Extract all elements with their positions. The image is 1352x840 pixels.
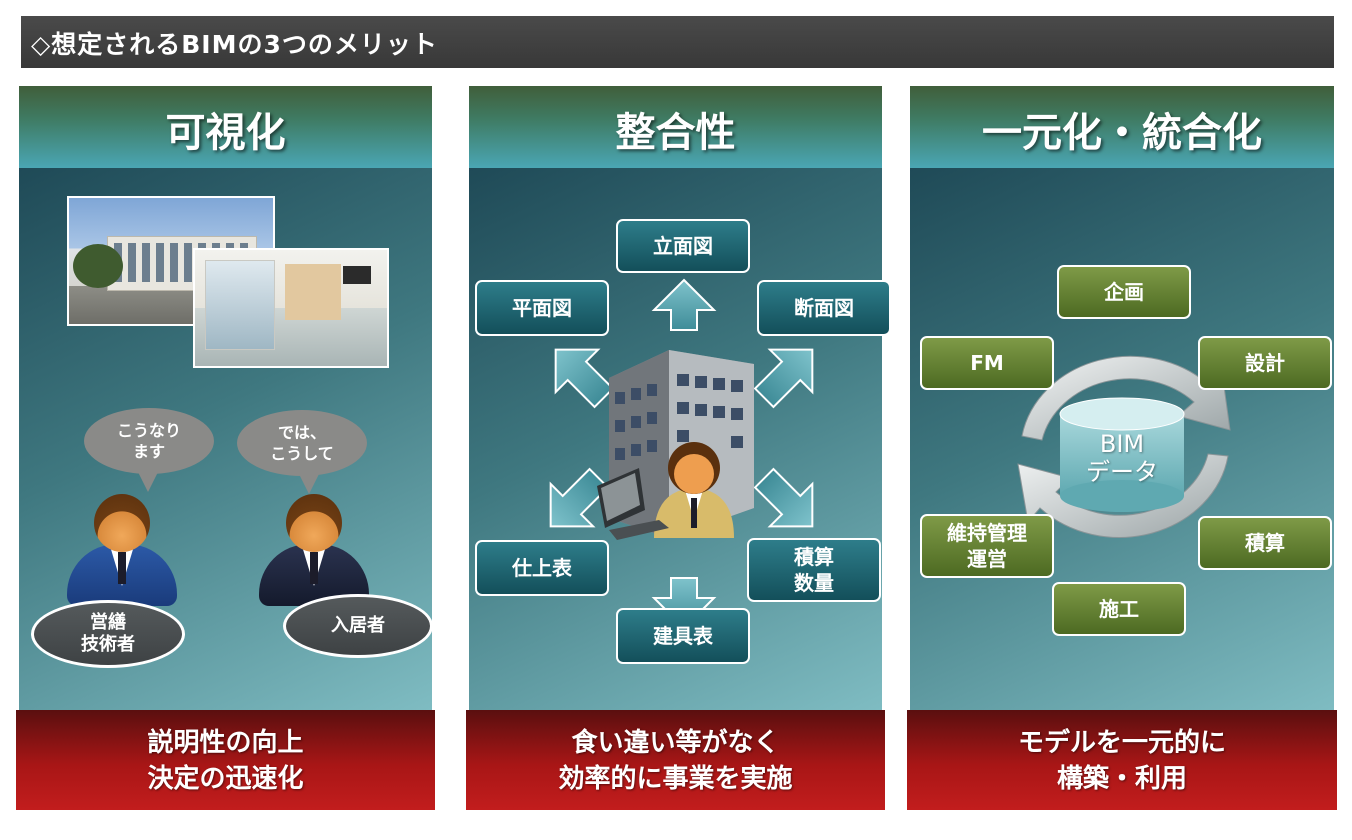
box-elevation-text: 立面図	[653, 234, 713, 258]
box-fm-text: FM	[970, 351, 1004, 375]
speech-bubble-occupant: では、 こうして	[237, 410, 367, 494]
box-finish-schedule-text: 仕上表	[512, 556, 572, 580]
footer-line-2: 構築・利用	[1056, 764, 1187, 794]
title-bar: ◇想定されるBIMの3つのメリット	[21, 16, 1334, 68]
panel-header: 可視化	[19, 86, 432, 168]
box-planning-text: 企画	[1104, 280, 1144, 304]
bubble-text: では、 こうして	[270, 423, 334, 463]
box-plan: 平面図	[475, 280, 609, 336]
label-engineer: 営繕 技術者	[31, 600, 185, 668]
box-maintenance: 維持管理 運営	[920, 514, 1054, 578]
panel-footer: 食い違い等がなく 効率的に事業を実施	[466, 710, 885, 810]
panel-heading: 一元化・統合化	[982, 110, 1262, 156]
arrow-up	[651, 278, 717, 331]
interior-photo	[193, 248, 389, 368]
arrow-down-right	[753, 467, 814, 528]
box-quantity-text: 積算 数量	[794, 545, 834, 595]
box-estimation: 積算	[1198, 516, 1332, 570]
panel-visualization: 可視化 こうなり ます では、 こうして 営繕 技術者 入居者 説明性の向上 決…	[16, 86, 435, 810]
cycle-arrows-icon	[1017, 355, 1231, 538]
box-plan-text: 平面図	[512, 296, 572, 320]
box-estimation-text: 積算	[1245, 531, 1285, 555]
box-section: 断面図	[757, 280, 891, 336]
panel-body: 立面図 平面図 断面図 仕上表 積算 数量 建具表	[469, 168, 891, 710]
panel-footer: 説明性の向上 決定の迅速化	[16, 710, 435, 810]
box-design-text: 設計	[1245, 351, 1285, 375]
occupant-person-icon	[259, 494, 369, 606]
speech-bubble-engineer: こうなり ます	[84, 408, 214, 492]
panel-integration: 一元化・統合化 BIM データ	[907, 86, 1337, 810]
box-planning: 企画	[1057, 265, 1191, 319]
arrow-down	[651, 577, 717, 630]
panel-consistency: 整合性	[466, 86, 891, 810]
box-section-text: 断面図	[794, 296, 854, 320]
bim-data-text: BIM データ	[1086, 430, 1158, 486]
arrow-up-right	[753, 348, 814, 409]
panel-body: BIM データ 企画 FM 設計 維持管理 運営 積算 施工	[910, 168, 1334, 710]
bubble-text: こうなり ます	[116, 421, 181, 461]
panel-header: 一元化・統合化	[910, 86, 1334, 168]
footer-line-2: 効率的に事業を実施	[558, 764, 793, 794]
panel-header: 整合性	[469, 86, 882, 168]
office-building-icon	[609, 350, 754, 538]
panel-heading: 整合性	[615, 110, 736, 156]
box-fittings-schedule-text: 建具表	[653, 624, 713, 648]
box-fittings-schedule: 建具表	[616, 608, 750, 664]
database-cylinder-icon	[1059, 397, 1185, 512]
engineer-person-icon	[67, 494, 177, 606]
label-engineer-text: 営繕 技術者	[81, 612, 135, 655]
box-elevation: 立面図	[616, 219, 750, 273]
panel-footer: モデルを一元的に 構築・利用	[907, 710, 1337, 810]
arrow-up-left	[554, 348, 615, 409]
footer-line-1: 食い違い等がなく	[571, 728, 780, 758]
label-occupant: 入居者	[283, 594, 433, 658]
box-construction: 施工	[1052, 582, 1186, 636]
label-occupant-text: 入居者	[331, 615, 385, 636]
box-maintenance-text: 維持管理 運営	[947, 521, 1027, 571]
footer-line-1: モデルを一元的に	[1017, 728, 1226, 758]
footer-line-1: 説明性の向上	[147, 728, 304, 758]
direction-arrows	[549, 278, 814, 630]
box-fm: FM	[920, 336, 1054, 390]
footer-line-2: 決定の迅速化	[147, 764, 304, 794]
panel-body: こうなり ます では、 こうして 営繕 技術者 入居者	[19, 168, 433, 710]
box-design: 設計	[1198, 336, 1332, 390]
page-title: ◇想定されるBIMの3つのメリット	[31, 30, 438, 59]
box-construction-text: 施工	[1099, 597, 1139, 621]
panel-heading: 可視化	[165, 110, 286, 156]
box-quantity: 積算 数量	[747, 538, 881, 602]
computer-icon	[597, 468, 669, 540]
box-finish-schedule: 仕上表	[475, 540, 609, 596]
arrow-down-left	[549, 467, 610, 528]
bim-data-label: BIM データ	[1060, 430, 1184, 486]
person-icon	[654, 442, 734, 538]
